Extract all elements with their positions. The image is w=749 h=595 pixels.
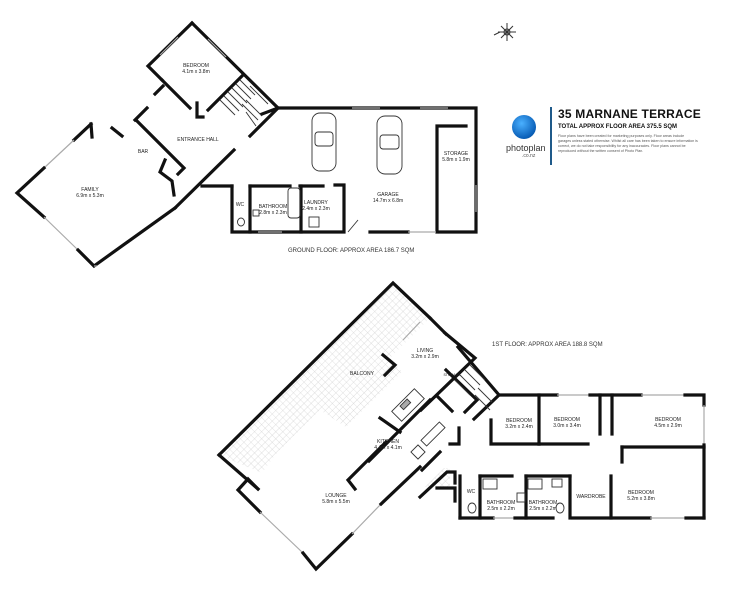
first-floor-caption: 1ST FLOOR: APPROX AREA 188.8 SQM bbox=[492, 342, 603, 348]
room-label-entrance-hall: ENTRANCE HALL bbox=[177, 137, 219, 143]
first-floor-walls bbox=[216, 280, 706, 572]
accent-divider bbox=[550, 107, 552, 165]
disclaimer-text: Floor plans have been created for market… bbox=[558, 134, 698, 153]
first-floor-fixtures bbox=[391, 388, 565, 514]
property-title: 35 MARNANE TERRACE bbox=[558, 107, 701, 121]
room-label-first-wc: WC bbox=[466, 489, 476, 495]
ground-floor-caption: GROUND FLOOR: APPROX AREA 186.7 SQM bbox=[288, 248, 415, 254]
ground-floor-walls bbox=[14, 20, 478, 269]
total-area: TOTAL APPROX FLOOR AREA 375.5 SQM bbox=[558, 124, 678, 130]
ground-floor-fixtures bbox=[237, 112, 403, 228]
room-label-wardrobe: WARDROBE bbox=[576, 494, 606, 500]
room-label-first-storage: STORAGE bbox=[443, 373, 461, 377]
logo-domain: .co.nz bbox=[522, 153, 536, 159]
compass-rose-icon bbox=[493, 23, 516, 41]
room-label-bar: BAR bbox=[137, 149, 149, 155]
logo-name: photoplan bbox=[506, 143, 546, 153]
photoplan-logo-icon bbox=[512, 115, 536, 139]
property-info-block: photoplan .co.nz 35 MARNANE TERRACE TOTA… bbox=[506, 107, 731, 167]
room-label-balcony: BALCONY bbox=[350, 371, 374, 377]
room-label-ground-wc: WC bbox=[235, 202, 245, 208]
